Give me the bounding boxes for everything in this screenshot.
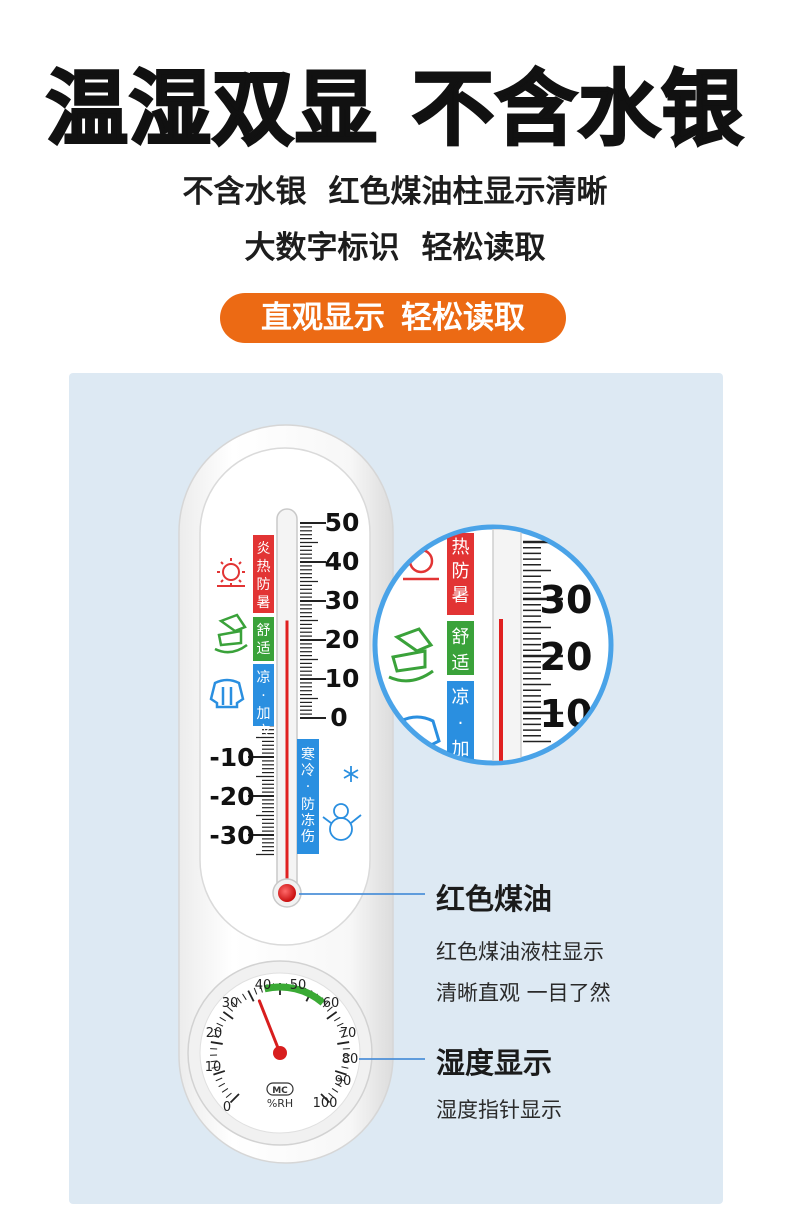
product-illustration: 50 40 30 20 10 0 -10 -20 -30 炎热防暑 舒适 凉·加…	[178, 424, 614, 1164]
dial-label-10: 10	[205, 1060, 222, 1075]
scale-label-minus-10: -10	[209, 743, 254, 772]
thermometer-bulb	[278, 884, 296, 902]
dial-label-20: 20	[206, 1026, 223, 1041]
snowflake-icon	[343, 766, 359, 782]
zoom-zone-comfort-box	[447, 621, 474, 675]
feature-pill: 直观显示轻松读取	[220, 293, 566, 343]
zoom-zone-comfort-label: 舒适	[452, 627, 470, 674]
product-panel: 50 40 30 20 10 0 -10 -20 -30 炎热防暑 舒适 凉·加…	[69, 373, 723, 1204]
dial-label-40: 40	[255, 978, 272, 993]
zoom-magnifier: 热防暑 舒适 凉·加衣 30 20 10	[372, 524, 614, 786]
scale-label-30: 30	[325, 586, 360, 615]
scale-label-50: 50	[325, 508, 360, 537]
kerosene-callout-line2: 清晰直观 一目了然	[436, 981, 611, 1005]
headline-part1: 温湿双显	[45, 61, 379, 159]
zoom-zone-hot-label: 热防暑	[452, 537, 470, 606]
zoom-zone-hot-box	[447, 533, 474, 615]
zoom-rocking-chair-icon	[388, 627, 434, 683]
scale-label-minus-20: -20	[209, 782, 254, 811]
zone-comfort-label: 舒适	[257, 623, 271, 657]
zoom-zone-cool-box	[447, 681, 474, 761]
kerosene-callout-title: 红色煤油	[436, 882, 553, 916]
right-scale-ticks	[300, 522, 326, 719]
brand-label: MC	[272, 1086, 288, 1096]
zone-cool-box	[253, 664, 274, 726]
subheadline-1-part2: 红色煤油柱显示清晰	[328, 174, 608, 210]
dial-label-90: 90	[335, 1074, 352, 1089]
humidity-callout-title: 湿度显示	[436, 1046, 553, 1080]
feature-pill-part1: 直观显示	[261, 300, 385, 336]
zone-hot-box	[253, 535, 274, 613]
unit-label: %RH	[267, 1097, 293, 1110]
zoom-label-10: 10	[540, 692, 593, 736]
scale-label-minus-30: -30	[209, 821, 254, 850]
subheadline-1-part1: 不含水银	[182, 174, 307, 210]
feature-pill-part2: 轻松读取	[401, 300, 525, 336]
right-scale-labels: 50 40 30 20 10 0	[325, 508, 360, 732]
needle-hub	[273, 1046, 287, 1060]
headline-part2: 不含水银	[411, 61, 745, 159]
subheadline-2-part2: 轻松读取	[421, 230, 546, 266]
kerosene-callout-line1: 红色煤油液柱显示	[436, 940, 604, 964]
snowman-icon	[322, 803, 362, 841]
headline: 温湿双显不含水银	[0, 42, 790, 161]
sun-icon	[217, 558, 245, 587]
dial-labels: 0 10 20 30 40 50 60 70 80 90 100	[205, 978, 359, 1115]
dial-label-100: 100	[313, 1096, 338, 1111]
zone-cold-box	[297, 739, 319, 854]
dial-label-60: 60	[323, 996, 340, 1011]
scale-label-10: 10	[325, 664, 360, 693]
subheadline-2: 大数字标识轻松读取	[0, 222, 790, 267]
left-scale-labels: -10 -20 -30	[209, 743, 254, 850]
zone-cold-label-bottom: 防冻伤	[301, 797, 315, 845]
zoom-zone-cool-label: 凉·加衣	[452, 687, 470, 786]
scale-label-40: 40	[325, 547, 360, 576]
dial-label-70: 70	[340, 1026, 357, 1041]
zoom-label-30: 30	[540, 578, 593, 622]
dial-label-50: 50	[290, 978, 307, 993]
dial-label-0: 0	[223, 1100, 231, 1115]
zone-comfort-box	[253, 617, 274, 661]
hygrometer-dial: 0 10 20 30 40 50 60 70 80 90 100 MC %RH	[187, 960, 373, 1146]
sweater-icon	[209, 678, 245, 709]
left-scale-ticks	[248, 721, 274, 856]
zone-cold-label-top: 寒冷·	[301, 746, 315, 795]
scale-label-0: 0	[330, 703, 347, 732]
zoom-ticks	[523, 540, 563, 743]
zone-cool-label: 凉·加衣	[257, 670, 271, 740]
zoom-tube	[492, 529, 522, 761]
zone-hot-label: 炎热防暑	[257, 541, 271, 611]
humidity-comfort-band	[263, 983, 326, 1006]
humidity-callout-line1: 湿度指针显示	[436, 1098, 562, 1122]
humidity-needle	[257, 999, 282, 1055]
rocking-chair-icon	[214, 613, 248, 654]
subheadline-1: 不含水银红色煤油柱显示清晰	[0, 166, 790, 211]
zoom-label-20: 20	[540, 635, 593, 679]
brand-badge	[266, 1082, 294, 1096]
scale-label-20: 20	[325, 625, 360, 654]
subheadline-2-part1: 大数字标识	[244, 230, 400, 266]
dial-label-80: 80	[342, 1052, 359, 1067]
dial-label-30: 30	[222, 996, 239, 1011]
